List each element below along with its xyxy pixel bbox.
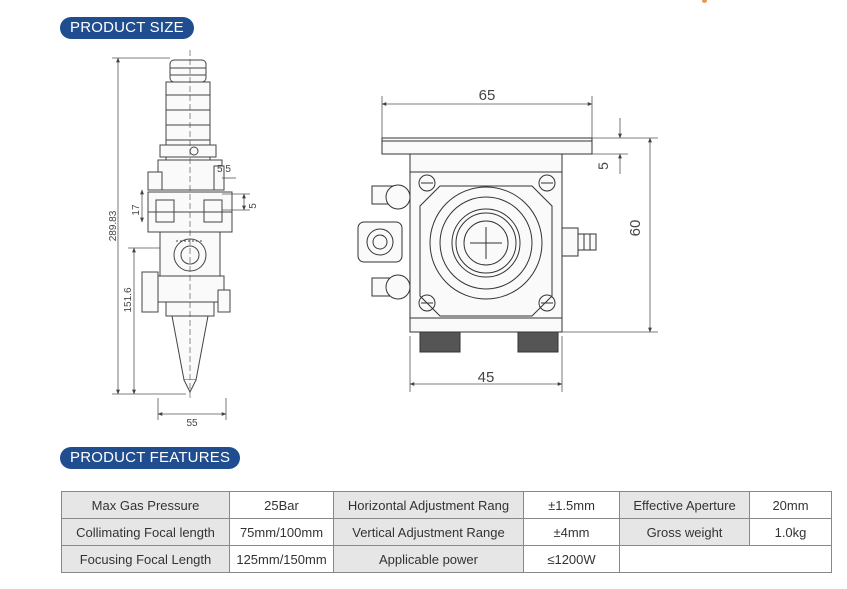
corner-mark <box>702 0 707 3</box>
dim-lower-height: 151.6 <box>123 287 134 312</box>
feature-value: ≤1200W <box>523 545 620 573</box>
dim-bottom-width: 45 <box>478 369 495 386</box>
feature-label: Horizontal Adjustment Rang <box>333 491 524 519</box>
feature-value: ±1.5mm <box>523 491 620 519</box>
feature-label: Applicable power <box>333 545 524 573</box>
table-row: Collimating Focal length 75mm/100mm Vert… <box>61 518 832 546</box>
feature-value: 1.0kg <box>749 518 832 546</box>
dim-height: 60 <box>627 220 644 237</box>
front-view-drawing <box>357 137 597 353</box>
dim-offset-b: 5 <box>248 203 259 209</box>
table-row: Focusing Focal Length 125mm/150mm Applic… <box>61 545 832 573</box>
side-view-drawing <box>141 50 233 398</box>
dim-offset-c: 17 <box>131 204 142 216</box>
side-view-dimensions <box>112 57 250 420</box>
dim-offset-a: 5.5 <box>217 164 231 175</box>
feature-label: Gross weight <box>619 518 750 546</box>
feature-value: 25Bar <box>229 491 334 519</box>
dim-width: 55 <box>186 418 198 429</box>
feature-empty-cell <box>619 545 832 573</box>
table-row: Max Gas Pressure 25Bar Horizontal Adjust… <box>61 491 832 519</box>
front-view-dimensions <box>381 96 658 392</box>
feature-label: Vertical Adjustment Range <box>333 518 524 546</box>
feature-value: 20mm <box>749 491 832 519</box>
feature-value: 125mm/150mm <box>229 545 334 573</box>
feature-value: ±4mm <box>523 518 620 546</box>
dim-total-height: 289.83 <box>108 210 119 241</box>
feature-value: 75mm/100mm <box>229 518 334 546</box>
product-features-title: PRODUCT FEATURES <box>60 447 241 469</box>
technical-drawing: 289.83 151.6 55 5.5 5 17 <box>108 50 658 429</box>
dim-plate-thickness: 5 <box>595 162 611 170</box>
dim-top-width: 65 <box>479 87 496 104</box>
feature-label: Max Gas Pressure <box>61 491 230 519</box>
feature-label: Effective Aperture <box>619 491 750 519</box>
features-table: Max Gas Pressure 25Bar Horizontal Adjust… <box>61 491 832 573</box>
feature-label: Focusing Focal Length <box>61 545 230 573</box>
feature-label: Collimating Focal length <box>61 518 230 546</box>
product-size-title: PRODUCT SIZE <box>60 17 194 39</box>
